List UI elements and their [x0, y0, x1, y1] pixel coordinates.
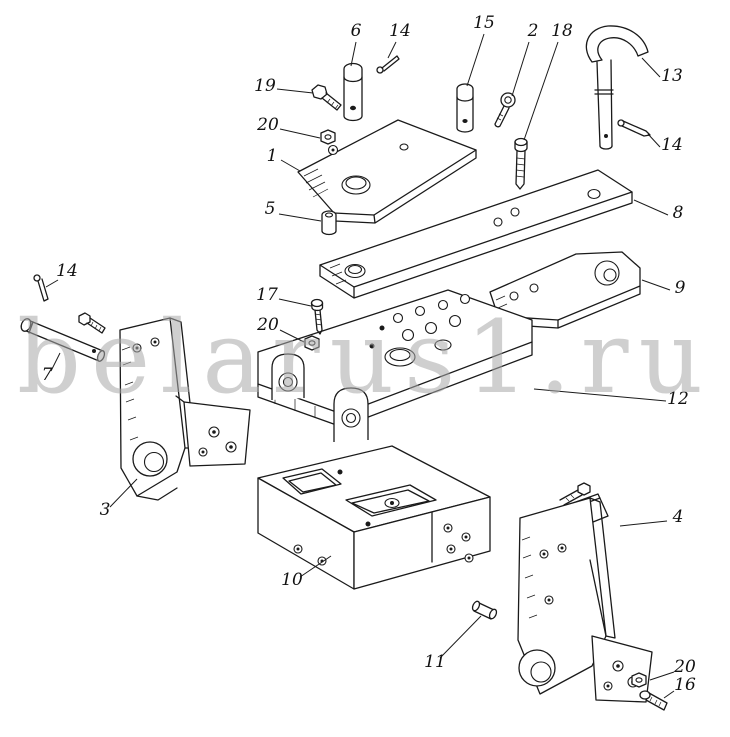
leader-line-8 — [633, 199, 669, 216]
part-19-bolt — [311, 84, 342, 111]
leader-line-9 — [641, 279, 671, 291]
part-label-14: 14 — [661, 135, 683, 155]
leader-line-1 — [280, 159, 301, 172]
leader-line-17 — [278, 298, 312, 307]
leader-line-15 — [466, 33, 485, 87]
leader-line-7 — [50, 352, 61, 372]
part-13-handle — [585, 25, 649, 150]
part-12-base-plate — [257, 289, 533, 442]
part-20-nut-bottom — [631, 672, 647, 688]
part-11-pin — [471, 600, 498, 620]
part-17-screw — [310, 298, 324, 335]
part-label-10: 10 — [281, 570, 303, 590]
leader-line-13 — [641, 57, 661, 78]
part-16-screw — [639, 690, 668, 711]
part-14-cotter-pin-left — [33, 274, 49, 302]
part-7-rod — [20, 318, 106, 362]
part-label-17: 17 — [256, 285, 278, 305]
part-14-cotter-pin-top — [376, 55, 400, 74]
leader-line-18 — [523, 41, 559, 141]
part-label-11: 11 — [424, 652, 446, 672]
part-label-20: 20 — [256, 315, 279, 335]
part-label-6: 6 — [351, 21, 362, 41]
part-label-4: 4 — [672, 507, 684, 527]
part-label-14: 14 — [56, 261, 78, 281]
part-label-5: 5 — [265, 199, 276, 219]
part-label-18: 18 — [551, 21, 573, 41]
part-label-20: 20 — [256, 115, 279, 135]
leader-line-5 — [278, 213, 322, 222]
leader-line-20 — [279, 329, 305, 343]
part-2-key — [494, 92, 516, 128]
part-1-cover-plate — [297, 119, 477, 224]
leader-line-20 — [649, 671, 675, 681]
leader-line-4 — [619, 520, 668, 527]
leader-line-2 — [511, 41, 530, 97]
part-label-16: 16 — [674, 675, 696, 695]
part-10-frame-box — [257, 445, 491, 590]
part-label-3: 3 — [100, 500, 111, 520]
part-label-14: 14 — [389, 21, 411, 41]
part-label-13: 13 — [661, 66, 683, 86]
part-20-nut-top — [320, 129, 336, 145]
leader-line-16 — [663, 690, 675, 699]
part-label-2: 2 — [527, 21, 539, 41]
part-8-bar — [319, 169, 633, 299]
part-18-screw — [514, 137, 528, 190]
part-3-left-bracket — [119, 317, 251, 501]
part-14-cotter-pin-right — [617, 119, 651, 137]
leader-line-20 — [279, 128, 321, 139]
leader-line-10 — [299, 555, 332, 578]
part-label-12: 12 — [667, 389, 689, 409]
part-label-20: 20 — [673, 657, 696, 677]
part-20-nut-middle — [304, 335, 320, 351]
part-label-8: 8 — [673, 203, 684, 223]
part-6-pin — [343, 62, 363, 122]
leader-line-19 — [276, 88, 314, 94]
small-bolt — [78, 312, 106, 334]
leader-line-14 — [45, 279, 59, 288]
leader-line-14 — [647, 133, 661, 148]
leader-line-6 — [350, 41, 357, 67]
leader-line-3 — [109, 478, 138, 508]
part-label-9: 9 — [675, 278, 686, 298]
part-label-7: 7 — [42, 365, 53, 385]
leader-line-11 — [439, 615, 482, 659]
part-label-15: 15 — [473, 13, 495, 33]
leader-line-12 — [533, 388, 667, 402]
part-4-right-bracket — [517, 482, 653, 703]
part-label-1: 1 — [267, 146, 278, 166]
part-label-19: 19 — [254, 76, 276, 96]
part-15-pin — [456, 83, 474, 133]
part-5-bushing — [321, 210, 337, 236]
leader-line-14 — [387, 41, 397, 59]
